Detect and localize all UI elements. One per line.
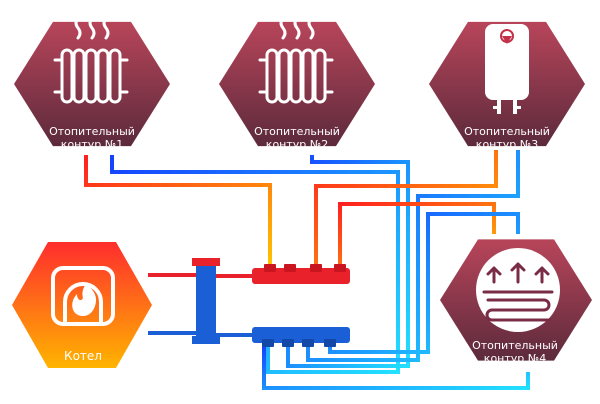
circuit-label-line2: контур №1 [60,138,124,151]
pipe-return-c3 [306,150,520,362]
pipe-return-c2 [286,155,410,368]
boiler-label-text: Котел [64,349,102,363]
radiator-icon [53,16,129,104]
circuit-label-2: Отопительный контур №2 [245,125,349,151]
pipe-return-c1 [110,155,400,374]
circuit-label-1: Отопительный контур №1 [40,125,144,151]
circuit-label-line1: Отопительный [254,125,340,138]
pipe-supply-c1 [84,155,272,268]
pipe-supply-c3 [314,150,498,268]
floor-heating-icon [476,248,560,332]
pipe-supply-c4 [338,202,496,268]
circuit-label-line1: Отопительный [464,125,550,138]
return-manifold [252,327,350,347]
pipe-return-c4 [328,212,520,354]
circuit-hexagon-1 [14,21,170,147]
circuit-hexagon-2 [219,21,375,147]
water-heater-icon [485,24,529,114]
boiler-label: Котел [40,350,126,363]
circuit-label-line2: контур №4 [483,352,547,365]
pipes [84,150,530,390]
supply-manifold [252,264,350,284]
hydraulic-separator [192,258,220,344]
circuit-label-3: Отопительный контур №3 [455,125,559,151]
pipe-return-c4-lower [262,345,530,390]
radiator-icon [258,16,334,104]
circuit-label-line2: контур №2 [265,138,329,151]
circuit-label-line2: контур №3 [475,138,539,151]
circuit-label-4: Отопительный контур №4 [463,339,567,365]
circuit-label-line1: Отопительный [49,125,135,138]
boiler-flame-icon [51,266,115,326]
circuit-label-line1: Отопительный [472,339,558,352]
